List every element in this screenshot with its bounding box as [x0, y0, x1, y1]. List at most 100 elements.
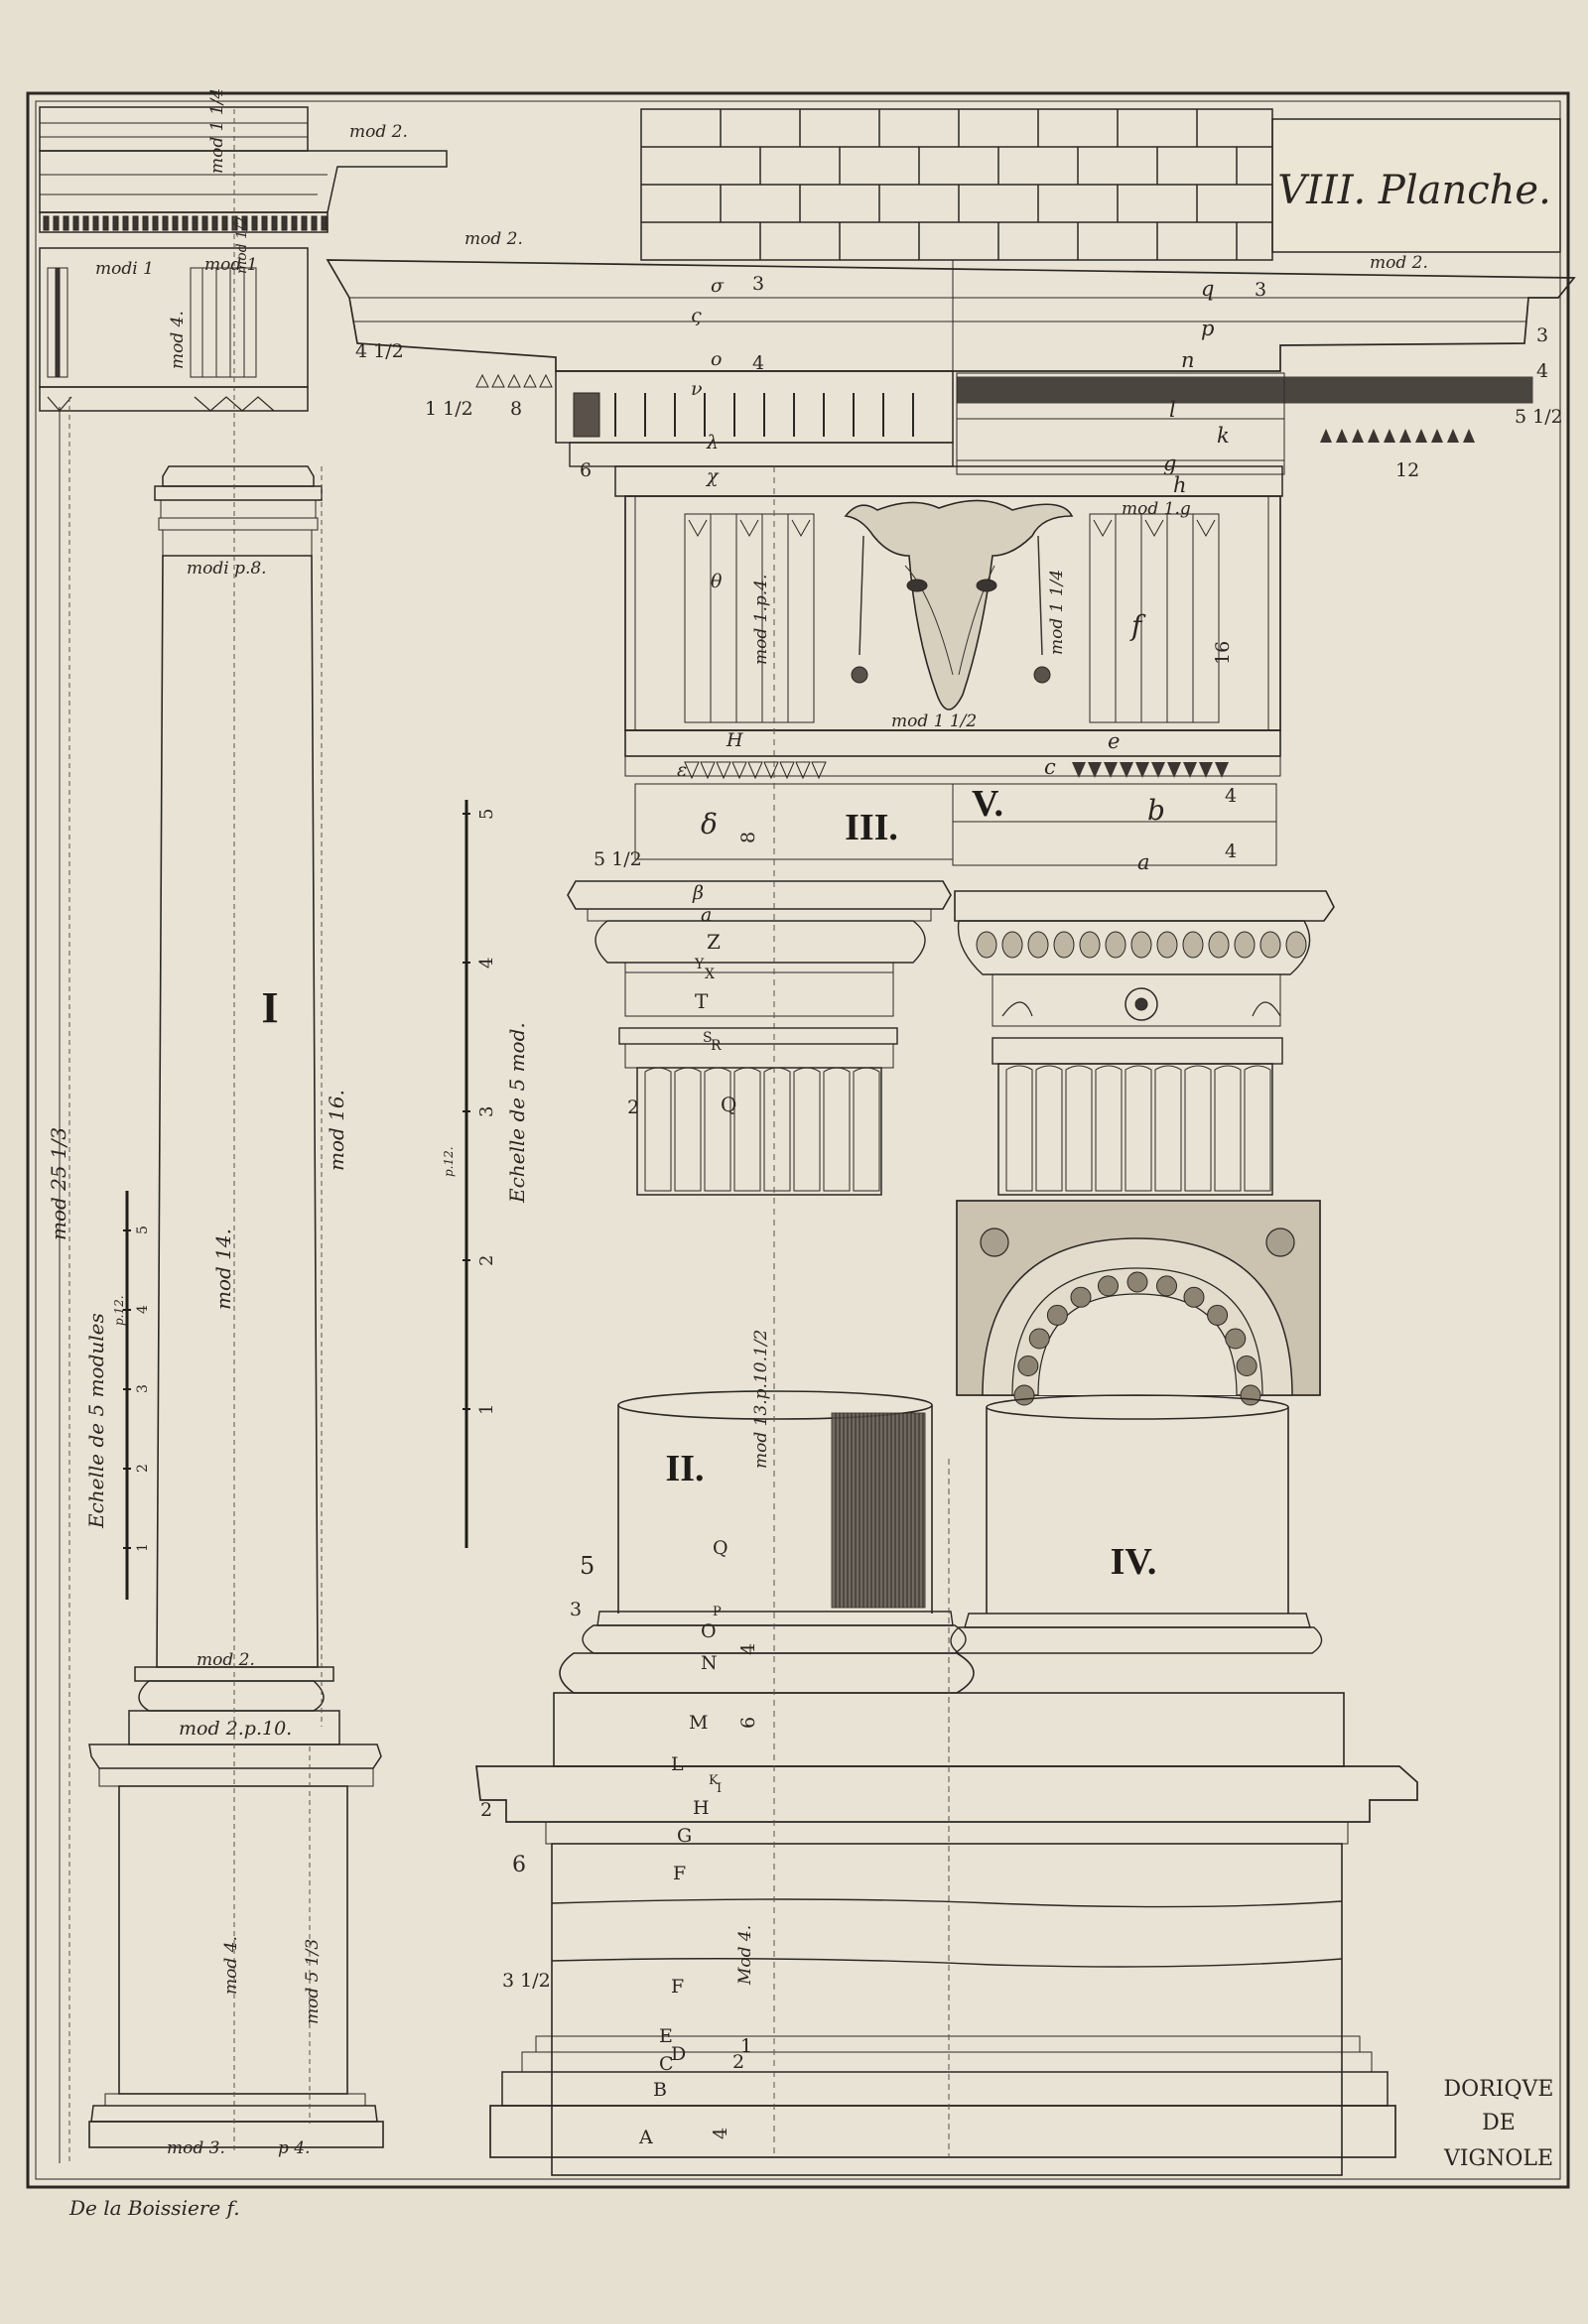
bucranium [844, 499, 1074, 710]
pedestal [475, 466, 1418, 2176]
num-1: 1 [740, 2035, 752, 2057]
letter-cornice-right: q [1201, 277, 1214, 301]
letter-cornice-right: k [1217, 424, 1230, 448]
letters-base: Q P O N M L K I H G F F E D C B A [638, 1537, 728, 2148]
letter-base: L [671, 1753, 684, 1775]
letter-base: H [693, 1797, 710, 1819]
num-3: 3 [1536, 324, 1548, 346]
letter-cornice-right: e [1108, 729, 1120, 753]
letter-cornice-right: p [1201, 317, 1214, 340]
capital-doric [567, 880, 952, 1196]
title-box: VIII. Planche. [1271, 118, 1561, 253]
figure-label-II: II. [665, 1448, 704, 1489]
letter-cornice-left: δ [701, 808, 718, 840]
ann-p4: p 4. [278, 2138, 311, 2158]
letter-base: D [671, 2043, 686, 2065]
num-8: 8 [510, 398, 522, 420]
letter-cornice-left: λ [706, 432, 719, 453]
letter-base: P [713, 1605, 722, 1619]
scale-left-tick-label: 2 [135, 1464, 151, 1473]
letter-base: K [709, 1773, 719, 1788]
ann-mod2-right: mod 2. [1370, 253, 1428, 273]
column-I [39, 106, 448, 2148]
plate-title: VIII. Planche. [1277, 168, 1551, 213]
letter-cornice-right: l [1169, 398, 1176, 422]
num-4: 4 [1536, 360, 1548, 382]
ann-mod4-pedestal: mod 4. [221, 1936, 241, 1995]
letter-cornice-right: c [1044, 755, 1056, 779]
engraver-signature: De la Boissiere f. [68, 2196, 240, 2220]
scale-left-tick-label: 3 [135, 1384, 151, 1393]
letters-capital: Z Y X T S R Q [694, 930, 736, 1116]
ann-mod1p4: mod 1.p.4. [751, 575, 771, 665]
num-5half: 5 1/2 [594, 848, 642, 870]
ann-mod16: mod 16. [325, 1090, 348, 1171]
scale-middle-sub: p.12. [442, 1146, 456, 1177]
letter-base: B [653, 2079, 667, 2101]
letter-capital: R [711, 1038, 722, 1054]
scale-left-tick-label: 1 [135, 1543, 151, 1552]
letter-cornice-right: h [1173, 473, 1187, 497]
ann-mod2-cornice: mod 2. [464, 229, 523, 249]
num-4: 4 [710, 2128, 731, 2139]
letter-base: F [673, 1863, 686, 1884]
letter-cornice-left: ν [691, 378, 703, 400]
scale-middle-tick-label: 5 [476, 809, 497, 820]
capital-ornate [954, 890, 1335, 1196]
num-4: 4 [752, 352, 764, 374]
num-16: 16 [1212, 641, 1234, 665]
num-2: 2 [627, 1097, 639, 1118]
num-3half: 3 1/2 [502, 1970, 551, 1992]
ann-mod13: mod 13.p.10.1/2 [751, 1330, 771, 1469]
scale-left-sub: p.12. [112, 1295, 126, 1326]
letter-cornice-left: σ [711, 275, 725, 297]
numerals: 3 4 3 3 4 5 1/2 12 6 8 4 1/2 1 1/2 16 8 … [355, 273, 1563, 2139]
num-5: 5 [580, 1552, 595, 1580]
letter-base: O [701, 1620, 717, 1642]
plate-border [26, 91, 1570, 2189]
ann-mod1-right: mod 1 [204, 255, 257, 275]
scale-middle-tick-label: 1 [476, 1404, 497, 1415]
masonry-wall [640, 108, 1273, 261]
ann-mod-half: mod 1/2 [234, 216, 250, 274]
letter-base: I [717, 1781, 722, 1796]
num-12: 12 [1395, 459, 1419, 481]
letter-cornice-left: ε [677, 759, 687, 781]
order-caption-line3: VIGNOLE [1443, 2146, 1553, 2171]
scale-middle-tick-label: 3 [476, 1106, 497, 1117]
letter-base: N [701, 1652, 718, 1674]
num-4half: 4 1/2 [355, 340, 404, 362]
num-2: 2 [480, 1799, 492, 1821]
letter-base: A [638, 2127, 653, 2148]
figure-label-IV: IV. [1111, 1541, 1157, 1583]
ann-mod1-left: modi 1 [95, 259, 154, 279]
letter-cornice-right: a [1137, 850, 1150, 874]
scale-left-title: Echelle de 5 modules [84, 1313, 108, 1529]
letters-cornice-left: σ ς ο ν λ χ θ H ε δ β a [677, 275, 743, 926]
ann-mod2-base: mod 2. [197, 1650, 255, 1670]
letter-capital: S [703, 1030, 713, 1046]
num-5half: 5 1/2 [1515, 406, 1563, 428]
letter-cornice-left: a [701, 904, 712, 926]
scale-left-tick-label: 4 [135, 1305, 151, 1314]
letter-capital: X [705, 967, 715, 982]
letter-base: Q [713, 1537, 728, 1559]
letter-cornice-right: b [1147, 794, 1165, 827]
figure-label-I: I [261, 983, 278, 1032]
column-I-measure-lines [68, 109, 323, 2163]
figure-label-V: V. [972, 783, 1003, 825]
ann-mod5: mod 5 1/3 [303, 1939, 323, 2024]
num-3: 3 [1255, 279, 1266, 301]
letter-cornice-left: H [726, 729, 743, 751]
soffit-arch-panel [956, 1200, 1321, 1406]
base-II [559, 1390, 975, 1694]
ann-mod1-half: mod 1 1/2 [891, 711, 977, 731]
ann-mod14: mod 14. [211, 1228, 235, 1310]
ann-mod1-g: mod 1.g [1122, 499, 1191, 519]
num-6: 6 [580, 459, 592, 481]
order-caption-line1: DORIQVE [1444, 2077, 1554, 2102]
num-4: 4 [1225, 785, 1237, 807]
ann-mod1-quarter-frieze: mod 1 1/4 [1047, 570, 1067, 655]
order-caption: DORIQVE DE VIGNOLE [1443, 2077, 1554, 2171]
figure-label-III: III. [845, 807, 898, 848]
